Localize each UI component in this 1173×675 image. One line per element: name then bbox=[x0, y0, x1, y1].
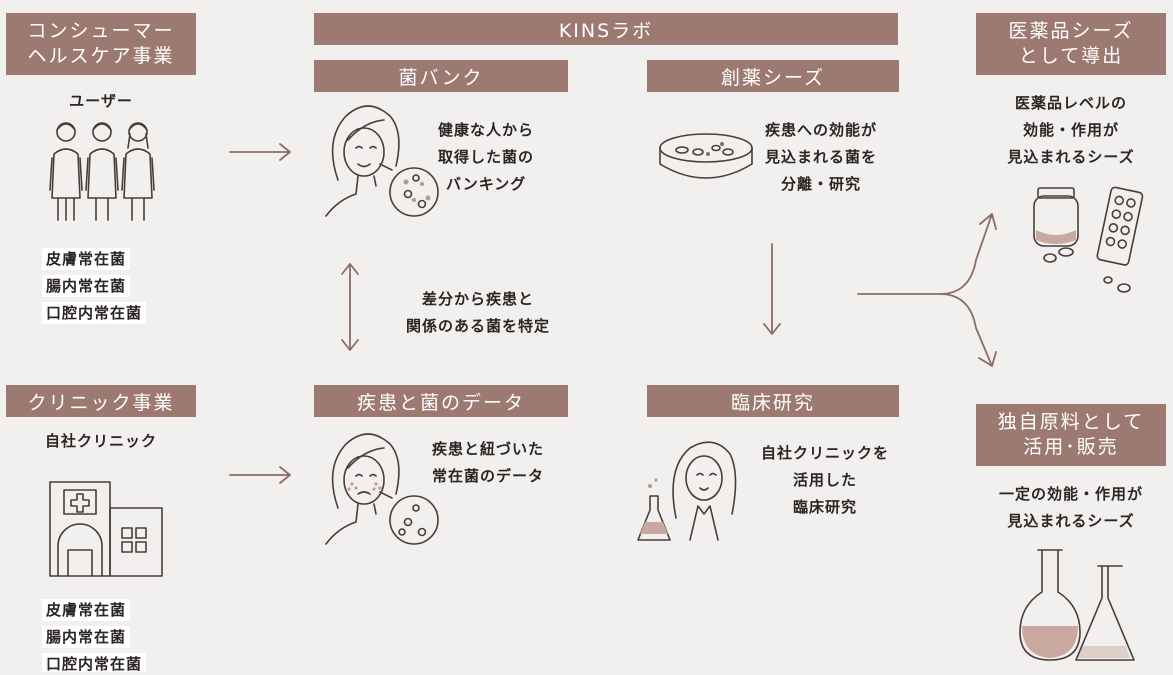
material-desc: 一定の効能・作用が 見込まれるシーズ bbox=[968, 481, 1173, 535]
bacteria-bank-header: 菌バンク bbox=[314, 60, 568, 92]
woman-disease-icon bbox=[325, 433, 439, 545]
disease-desc-line-1: 疾患と紐づいた bbox=[432, 440, 545, 458]
clinical-desc: 自社クリニックを 活用した 臨床研究 bbox=[740, 440, 910, 521]
consumer-bacteria-gut: 腸内常在菌 bbox=[42, 275, 131, 297]
seeds-desc-line-2: 見込まれる菌を bbox=[764, 148, 877, 166]
clinical-desc-line-2: 活用した bbox=[792, 471, 857, 489]
kins-lab-header: KINSラボ bbox=[314, 13, 898, 45]
consumer-healthcare-header: コンシューマー ヘルスケア事業 bbox=[6, 13, 196, 75]
researcher-flask-icon bbox=[637, 441, 737, 541]
users-icon bbox=[49, 122, 155, 221]
bank-desc-line-3: バンキング bbox=[446, 175, 527, 193]
pharma-header-line-1: 医薬品シーズ bbox=[1008, 20, 1134, 42]
pharma-desc-line-3: 見込まれるシーズ bbox=[1007, 148, 1135, 166]
clinical-desc-line-1: 自社クリニックを bbox=[760, 444, 889, 462]
diff-desc-line-1: 差分から疾患と bbox=[421, 290, 534, 308]
consumer-bacteria-skin: 皮膚常在菌 bbox=[42, 248, 131, 270]
disease-data-header: 疾患と菌のデータ bbox=[314, 385, 568, 417]
clinic-bacteria-oral: 口腔内常在菌 bbox=[42, 653, 147, 673]
bank-desc-line-2: 取得した菌の bbox=[438, 148, 535, 166]
arrow-clinic-to-disease bbox=[229, 466, 291, 484]
flasks-icon bbox=[1019, 549, 1135, 661]
clinic-bacteria-skin: 皮膚常在菌 bbox=[42, 599, 131, 621]
seeds-desc-line-3: 分離・研究 bbox=[780, 175, 861, 193]
diff-desc-line-2: 関係のある菌を特定 bbox=[405, 317, 550, 335]
material-desc-line-1: 一定の効能・作用が bbox=[998, 485, 1143, 503]
clinical-research-header: 臨床研究 bbox=[647, 385, 899, 417]
pharma-header-line-2: として導出 bbox=[1018, 45, 1124, 67]
diff-desc: 差分から疾患と 関係のある菌を特定 bbox=[378, 286, 578, 340]
consumer-bacteria-oral: 口腔内常在菌 bbox=[42, 302, 147, 324]
bank-desc-line-1: 健康な人から bbox=[438, 121, 535, 139]
material-desc-line-2: 見込まれるシーズ bbox=[1007, 512, 1135, 530]
clinic-bacteria-gut: 腸内常在菌 bbox=[42, 626, 131, 648]
seeds-desc: 疾患への効能が 見込まれる菌を 分離・研究 bbox=[740, 117, 902, 198]
consumer-header-line-1: コンシューマー bbox=[27, 20, 175, 42]
bank-desc: 健康な人から 取得した菌の バンキング bbox=[438, 117, 578, 198]
own-clinic-label: 自社クリニック bbox=[44, 432, 157, 450]
drug-seeds-header: 創薬シーズ bbox=[647, 60, 899, 92]
disease-desc: 疾患と紐づいた 常在菌のデータ bbox=[432, 436, 582, 490]
consumer-header-line-2: ヘルスケア事業 bbox=[27, 45, 175, 67]
arrow-bank-disease-bidirectional bbox=[341, 263, 359, 351]
arrow-consumer-to-bank bbox=[229, 143, 291, 161]
arrow-branch-to-outputs bbox=[857, 213, 997, 367]
clinic-business-header: クリニック事業 bbox=[6, 385, 196, 417]
users-label: ユーザー bbox=[69, 92, 133, 110]
clinical-desc-line-3: 臨床研究 bbox=[792, 498, 857, 516]
pharma-desc-line-1: 医薬品レベルの bbox=[1014, 94, 1127, 112]
arrow-seeds-to-clinical bbox=[763, 243, 781, 335]
pharma-seeds-header: 医薬品シーズ として導出 bbox=[976, 13, 1166, 75]
woman-microscope-icon bbox=[325, 105, 439, 217]
petri-dish-icon bbox=[659, 133, 753, 179]
material-header-line-1: 独自原料として bbox=[997, 411, 1145, 433]
medicine-pills-icon bbox=[1033, 186, 1144, 293]
disease-desc-line-2: 常在菌のデータ bbox=[432, 467, 545, 485]
pharma-desc: 医薬品レベルの 効能・作用が 見込まれるシーズ bbox=[976, 90, 1166, 171]
seeds-desc-line-1: 疾患への効能が bbox=[764, 121, 877, 139]
clinic-building-icon bbox=[49, 481, 163, 577]
pharma-desc-line-2: 効能・作用が bbox=[1022, 121, 1119, 139]
original-material-header: 独自原料として 活用･販売 bbox=[976, 404, 1166, 466]
material-header-line-2: 活用･販売 bbox=[1023, 436, 1119, 458]
